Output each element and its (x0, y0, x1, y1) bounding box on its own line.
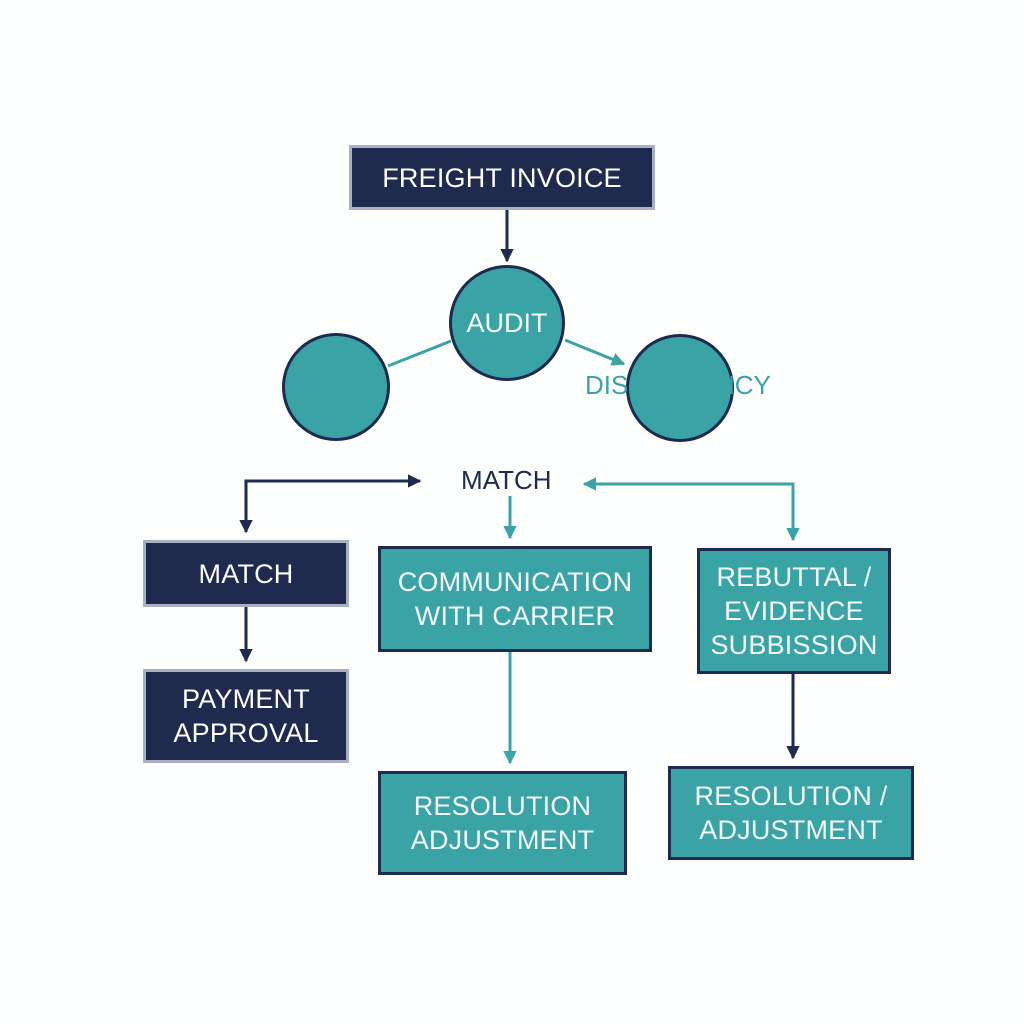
arrow-bracket-to-match-label (244, 474, 422, 530)
discrepancy-node (626, 334, 734, 442)
resolution-adjustment-box-left: RESOLUTION ADJUSTMENT (378, 771, 627, 875)
connector-audit-to-left-circle (387, 339, 452, 368)
match-box: MATCH (143, 540, 349, 607)
rebuttal-label: REBUTTAL / EVIDENCE SUBBISSION (710, 562, 878, 660)
audit-label: AUDIT (466, 307, 548, 338)
audit-node: AUDIT (449, 265, 565, 381)
match-box-label: MATCH (198, 558, 294, 589)
payment-approval-label: PAYMENT APPROVAL (173, 684, 319, 748)
freight-invoice-box: FREIGHT INVOICE (349, 145, 655, 210)
resolution-right-label: RESOLUTION / ADJUSTMENT (694, 781, 888, 845)
match-center-label: MATCH (461, 465, 552, 495)
payment-approval-box: PAYMENT APPROVAL (143, 669, 349, 763)
arrow-audit-to-discrepancy (564, 338, 626, 366)
communication-label: COMMUNICATION WITH CARRIER (397, 567, 633, 631)
resolution-adjustment-box-right: RESOLUTION / ADJUSTMENT (668, 766, 914, 860)
rebuttal-evidence-box: REBUTTAL / EVIDENCE SUBBISSION (697, 548, 891, 674)
freight-invoice-label: FREIGHT INVOICE (382, 162, 622, 193)
resolution-left-label: RESOLUTION ADJUSTMENT (410, 791, 595, 855)
communication-with-carrier-box: COMMUNICATION WITH CARRIER (378, 546, 652, 652)
arrow-bracket-to-match-label-right (582, 477, 795, 530)
discrepancy-label: DISCREPANCY (585, 370, 771, 400)
unlabeled-circle-node (282, 333, 390, 441)
